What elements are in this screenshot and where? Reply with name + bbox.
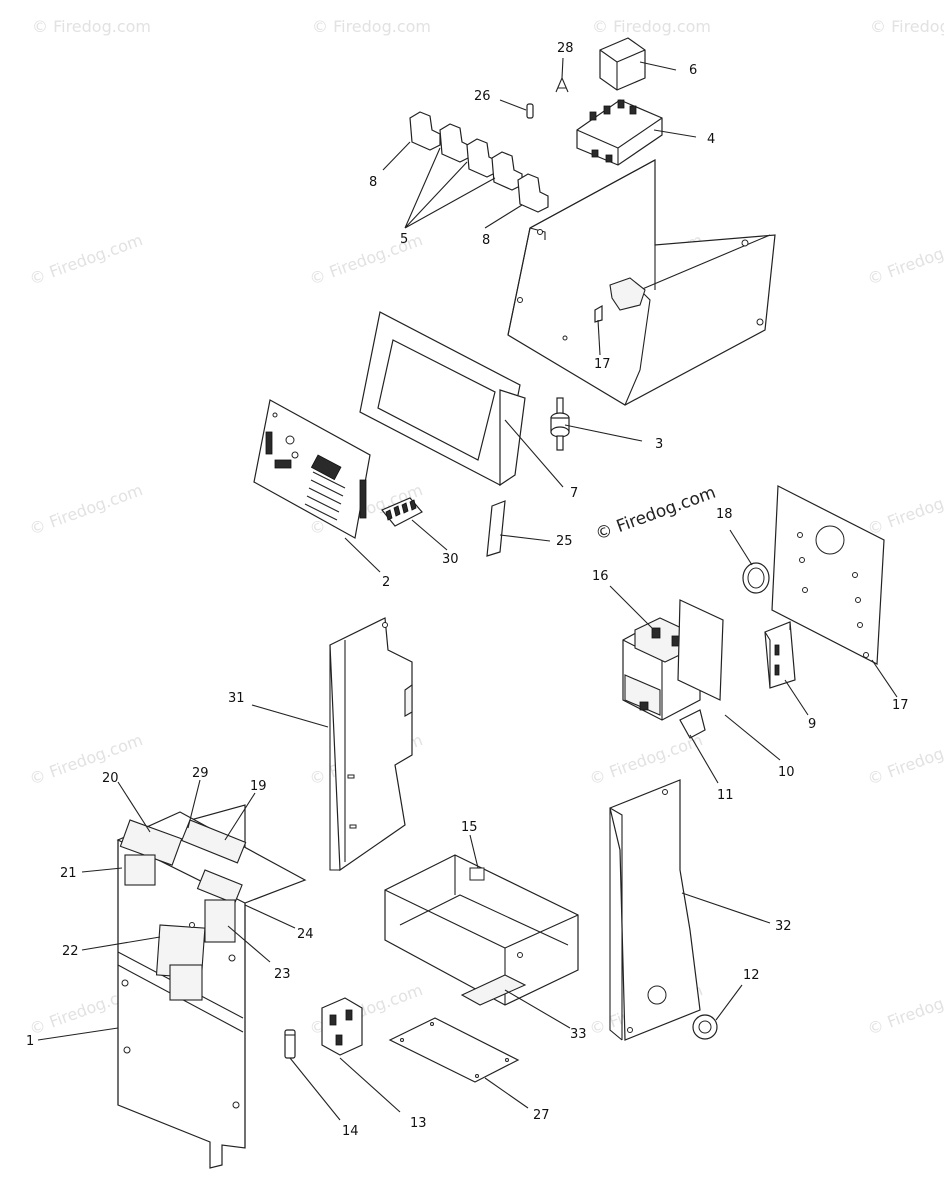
- watermark-text: © Firedog.com: [870, 17, 944, 36]
- part-control-board: [253, 399, 371, 539]
- part-insulator-strip: [486, 500, 506, 557]
- part-grommet-small: [692, 1014, 718, 1040]
- callout-label: 1: [26, 1034, 34, 1049]
- callout-label: 27: [533, 1108, 550, 1123]
- callout-label: 33: [570, 1027, 587, 1042]
- callout-label: 30: [442, 552, 459, 567]
- callout-label: 14: [342, 1124, 359, 1139]
- callout-labels: 28 6 26 4 8 5 8 17 3 7 2 30 25 18 16 17 …: [26, 41, 909, 1139]
- callout-label: 26: [474, 89, 491, 104]
- watermark-text: © Firedog.com: [587, 730, 705, 789]
- part-switch: [321, 997, 363, 1056]
- callout-label: 19: [250, 779, 267, 794]
- callout-label: 20: [102, 771, 119, 786]
- callout-label: 13: [410, 1116, 427, 1131]
- watermark-text: © Firedog.com: [32, 17, 151, 36]
- callout-label: 29: [192, 766, 209, 781]
- part-lower-tray: [384, 854, 579, 1006]
- callout-label: 23: [274, 967, 291, 982]
- callout-label: 16: [592, 569, 609, 584]
- part-left-upright: [329, 617, 413, 872]
- part-relay-socket: [576, 99, 663, 166]
- callout-label: 2: [382, 575, 390, 590]
- main-watermark: © Firedog.com: [593, 483, 719, 545]
- part-rear-panel: [771, 485, 885, 665]
- callout-label: 10: [778, 765, 795, 780]
- callout-label: 9: [808, 717, 816, 732]
- callout-label: 31: [228, 691, 245, 706]
- watermark-text: © Firedog.com: [592, 17, 711, 36]
- callout-label: 24: [297, 927, 314, 942]
- callout-label: 28: [557, 41, 574, 56]
- watermark-text: © Firedog.com: [27, 480, 145, 539]
- callout-label: 25: [556, 534, 573, 549]
- callout-label: 5: [400, 232, 408, 247]
- callout-label: 4: [707, 132, 715, 147]
- watermark-text: © Firedog.com: [865, 980, 944, 1039]
- part-pin: [526, 103, 534, 119]
- part-terminal-blocks: [409, 111, 549, 213]
- part-display-frame: [359, 311, 526, 487]
- callout-label: 8: [482, 233, 490, 248]
- callout-label: 15: [461, 820, 478, 835]
- part-front-panel: [116, 804, 307, 1169]
- callout-label: 11: [717, 788, 734, 803]
- callout-label: 6: [689, 63, 697, 78]
- part-gasket-sheet: [677, 599, 724, 701]
- callout-label: 17: [892, 698, 909, 713]
- part-grommet-large: [742, 562, 770, 594]
- callout-label: 32: [775, 919, 792, 934]
- callout-label: 21: [60, 866, 77, 881]
- callout-label: 18: [716, 507, 733, 522]
- part-cover-plate: [388, 1017, 520, 1083]
- callout-label: 17: [594, 357, 611, 372]
- callout-label: 7: [570, 486, 578, 501]
- part-fuse: [284, 1029, 296, 1059]
- watermark-text: © Firedog.com: [865, 730, 944, 789]
- watermark-text: © Firedog.com: [27, 730, 145, 789]
- callout-label: 22: [62, 944, 79, 959]
- part-clip: [555, 76, 569, 93]
- watermark-text: © Firedog.com: [865, 480, 944, 539]
- part-upper-chassis: [507, 158, 776, 406]
- part-connector: [381, 497, 423, 527]
- part-right-upright: [609, 779, 701, 1041]
- callout-label: 3: [655, 437, 663, 452]
- callout-label: 8: [369, 175, 377, 190]
- watermark-text: © Firedog.com: [312, 17, 431, 36]
- part-standoff: [550, 397, 570, 451]
- watermark-text: © Firedog.com: [865, 230, 944, 289]
- watermark-text: © Firedog.com: [27, 230, 145, 289]
- part-relay: [599, 37, 646, 91]
- leader-lines: [37, 57, 898, 1121]
- part-bracket-clip: [764, 621, 796, 689]
- callout-label: 12: [743, 968, 760, 983]
